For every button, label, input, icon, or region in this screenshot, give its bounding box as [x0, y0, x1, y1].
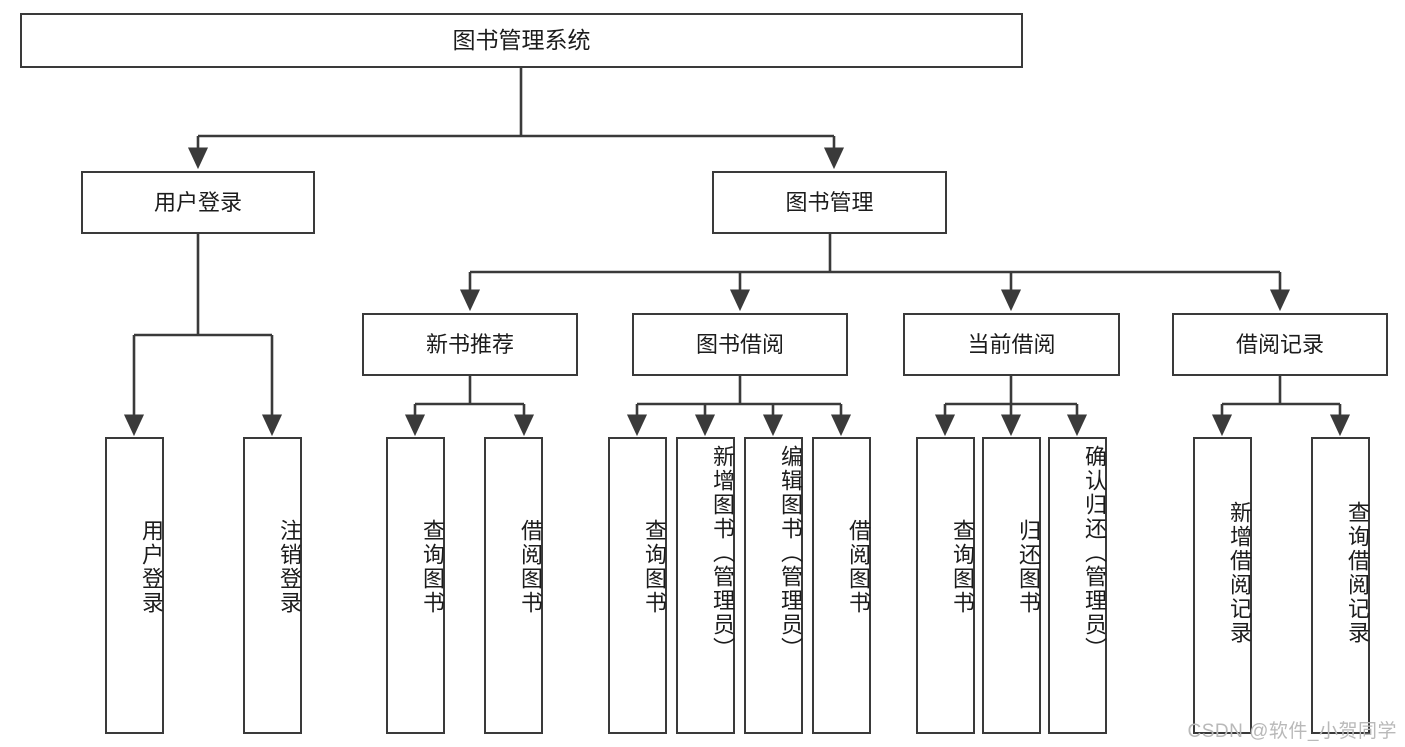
node-label: 注销登录	[277, 519, 302, 615]
node-book-management[interactable]: 图书管理	[712, 171, 947, 234]
node-label: 图书管理系统	[452, 26, 591, 53]
node-label: 新增图书（管理员）	[710, 445, 735, 661]
node-label: 用户登录	[153, 189, 242, 215]
leaf-user-login-signin[interactable]: 用户登录	[105, 437, 164, 734]
node-label: 当前借阅	[967, 331, 1056, 357]
node-label: 图书管理	[785, 189, 874, 215]
node-label: 查询图书	[642, 519, 667, 615]
watermark-text: CSDN @软件_小贺同学	[1187, 721, 1397, 742]
node-label: 新增借阅记录	[1227, 501, 1252, 645]
node-label: 编辑图书（管理员）	[778, 445, 803, 661]
node-label: 用户登录	[139, 519, 164, 615]
node-label: 查询图书	[950, 519, 975, 615]
leaf-new-book-borrow[interactable]: 借阅图书	[484, 437, 543, 734]
node-label: 新书推荐	[425, 331, 514, 357]
leaf-user-login-signout[interactable]: 注销登录	[243, 437, 302, 734]
node-borrow-record[interactable]: 借阅记录	[1172, 313, 1388, 376]
leaf-new-book-query[interactable]: 查询图书	[386, 437, 445, 734]
leaf-record-add[interactable]: 新增借阅记录	[1193, 437, 1252, 734]
node-current-borrow[interactable]: 当前借阅	[903, 313, 1120, 376]
leaf-borrow-borrow-book[interactable]: 借阅图书	[812, 437, 871, 734]
node-label: 归还图书	[1016, 519, 1041, 615]
leaf-borrow-query-book[interactable]: 查询图书	[608, 437, 667, 734]
node-label: 借阅图书	[518, 519, 543, 615]
leaf-borrow-edit-book-admin[interactable]: 编辑图书（管理员）	[744, 437, 803, 734]
leaf-borrow-add-book-admin[interactable]: 新增图书（管理员）	[676, 437, 735, 734]
node-label: 查询借阅记录	[1345, 501, 1370, 645]
node-root-system[interactable]: 图书管理系统	[20, 13, 1023, 68]
node-label: 查询图书	[420, 519, 445, 615]
node-label: 确认归还（管理员）	[1082, 445, 1107, 661]
node-label: 借阅记录	[1235, 331, 1324, 357]
leaf-current-confirm-return-admin[interactable]: 确认归还（管理员）	[1048, 437, 1107, 734]
leaf-current-query-book[interactable]: 查询图书	[916, 437, 975, 734]
node-label: 图书借阅	[695, 331, 784, 357]
node-label: 借阅图书	[846, 519, 871, 615]
leaf-current-return-book[interactable]: 归还图书	[982, 437, 1041, 734]
node-new-book-recommend[interactable]: 新书推荐	[362, 313, 578, 376]
node-book-borrow[interactable]: 图书借阅	[632, 313, 848, 376]
leaf-record-query[interactable]: 查询借阅记录	[1311, 437, 1370, 734]
node-user-login[interactable]: 用户登录	[81, 171, 315, 234]
